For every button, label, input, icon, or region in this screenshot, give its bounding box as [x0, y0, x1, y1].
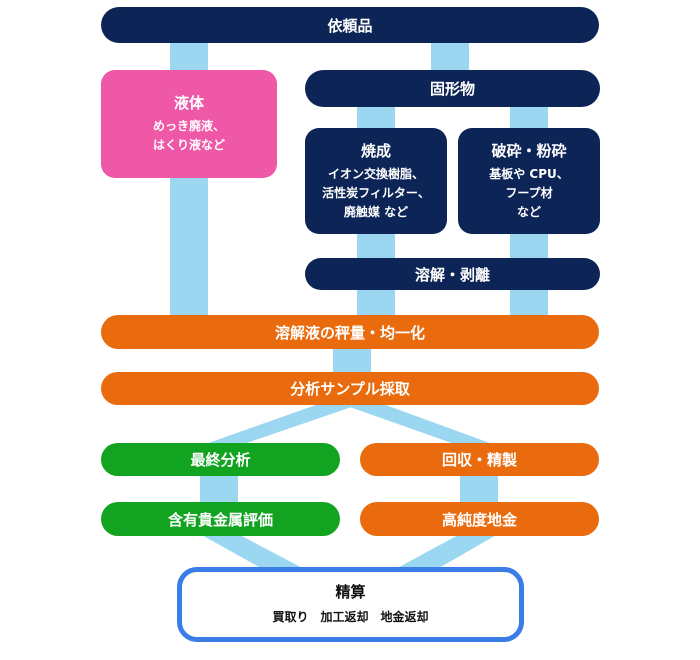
crush-title: 破砕・粉砕 [491, 141, 567, 160]
high-purity-label: 高純度地金 [441, 510, 517, 529]
burn-desc-line-3: 廃触媒 など [343, 204, 409, 219]
connector-recovery-high-purity [460, 472, 498, 506]
crush-desc-line-3: など [516, 204, 541, 219]
burn-desc-line-1: イオン交換樹脂、 [327, 166, 424, 181]
connector-dissolve-weigh [357, 288, 395, 318]
connector-valuation-settlement [200, 534, 310, 572]
connector-liquid-weigh [170, 176, 208, 318]
connector-solid-crush [510, 105, 548, 130]
connector-high-purity-settlement [390, 534, 498, 572]
connector-solid-burn [357, 105, 395, 130]
liquid-desc-line-2: はくり液など [152, 138, 225, 152]
request-box: 依頼品 [101, 7, 599, 43]
settlement-box: 精算 買取り 加工返却 地金返却 [177, 567, 524, 642]
connector-crush-dissolve [510, 232, 548, 260]
liquid-box: 液体 めっき廃液、 はくり液など [101, 70, 277, 178]
high-purity-box: 高純度地金 [360, 502, 599, 536]
crush-desc-line-2: フープ材 [505, 185, 553, 200]
burn-desc-line-2: 活性炭フィルター、 [322, 185, 430, 200]
burn-box: 焼成 イオン交換樹脂、 活性炭フィルター、 廃触媒 など [305, 128, 447, 234]
weigh-label: 溶解液の秤量・均一化 [274, 323, 425, 342]
burn-title: 焼成 [360, 141, 391, 160]
dissolve-box: 溶解・剥離 [305, 258, 600, 290]
valuation-label: 含有貴金属評価 [167, 510, 273, 529]
recovery-label: 回収・精製 [441, 451, 517, 469]
connector-weigh-sample [333, 346, 371, 376]
final-analysis-box: 最終分析 [101, 443, 340, 476]
recovery-box: 回収・精製 [360, 443, 599, 476]
connector-burn-dissolve [357, 232, 395, 260]
crush-box: 破砕・粉砕 基板や CPU、 フープ材 など [458, 128, 600, 234]
dissolve-label: 溶解・剥離 [414, 265, 490, 284]
connector-final-analysis-valuation [200, 472, 238, 506]
connector-sample-final-analysis [200, 400, 372, 446]
settlement-desc: 買取り 加工返却 地金返却 [272, 610, 429, 624]
liquid-desc-line-1: めっき廃液、 [152, 119, 225, 133]
liquid-title: 液体 [173, 94, 204, 112]
connector-dissolve-weigh-right [510, 288, 548, 318]
solid-label: 固形物 [429, 80, 475, 98]
connector-sample-recovery [330, 400, 498, 446]
valuation-box: 含有貴金属評価 [101, 502, 340, 536]
solid-box: 固形物 [305, 70, 600, 107]
final-analysis-label: 最終分析 [190, 451, 251, 469]
sample-box: 分析サンプル採取 [101, 372, 599, 405]
weigh-box: 溶解液の秤量・均一化 [101, 315, 599, 349]
settlement-title: 精算 [335, 583, 366, 601]
sample-label: 分析サンプル採取 [290, 380, 410, 398]
crush-desc-line-1: 基板や CPU、 [489, 166, 569, 181]
request-label: 依頼品 [327, 16, 373, 35]
